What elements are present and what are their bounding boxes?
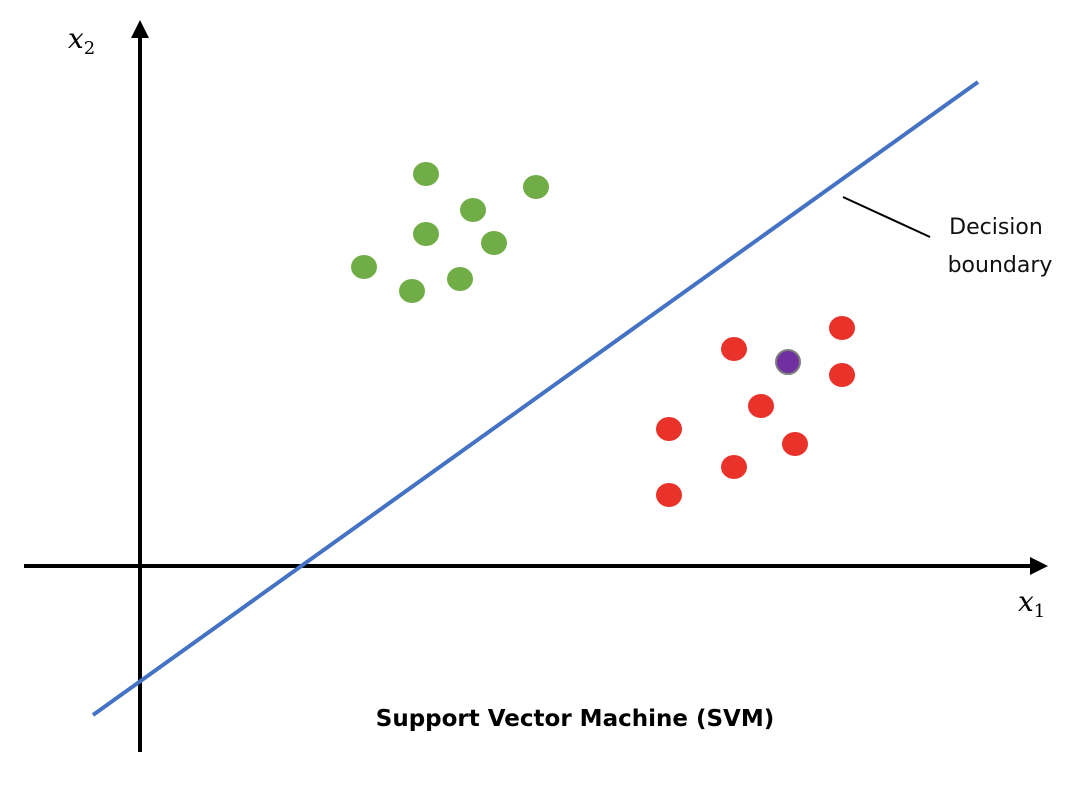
x-axis-label-base: x — [1018, 585, 1034, 618]
class-a-point — [399, 279, 425, 303]
class-b-point — [748, 394, 774, 418]
class-b-point — [829, 316, 855, 340]
class-a-point — [447, 267, 473, 291]
class-a-point — [481, 231, 507, 255]
class-a-point — [351, 255, 377, 279]
class-b-point — [721, 455, 747, 479]
x-axis-label: x1 — [1018, 585, 1045, 622]
x-axis-label-subscript: 1 — [1034, 601, 1045, 622]
query-point — [775, 349, 801, 375]
class-a-point — [523, 175, 549, 199]
class-b-point — [829, 363, 855, 387]
annotation-line-2: boundary — [948, 253, 1053, 278]
class-a-point — [413, 222, 439, 246]
class-b-point — [721, 337, 747, 361]
annotation-leader-line — [842, 196, 931, 238]
diagram-title: Support Vector Machine (SVM) — [376, 706, 775, 732]
y-axis-label-base: x — [68, 22, 84, 55]
class-a-points — [351, 162, 549, 303]
class-a-point — [413, 162, 439, 186]
class-a-point — [460, 198, 486, 222]
y-axis-arrow-icon — [131, 20, 149, 38]
annotation-line-1: Decision — [949, 215, 1043, 240]
class-b-point — [782, 432, 808, 456]
y-axis-label-subscript: 2 — [84, 38, 95, 59]
class-b-points — [656, 316, 855, 507]
class-b-point — [656, 483, 682, 507]
decision-boundary-line — [91, 80, 980, 717]
x-axis-arrow-icon — [1030, 557, 1048, 575]
y-axis-label: x2 — [68, 22, 95, 59]
class-b-point — [656, 417, 682, 441]
